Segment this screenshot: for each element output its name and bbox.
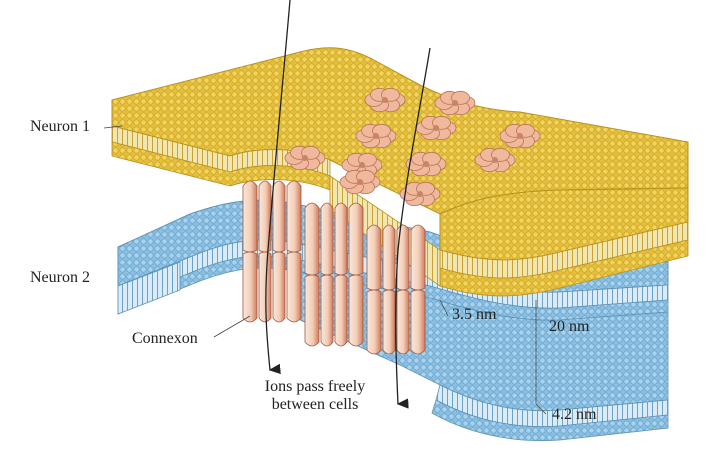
connexon-rosette-icon: [415, 115, 457, 141]
gap-20-label: 20 nm: [549, 318, 590, 335]
neuron1-leader: [103, 125, 123, 129]
gap-3-5-label: 3.5 nm: [452, 306, 497, 323]
connexon-rosettes: [284, 87, 541, 207]
ion-arrow-icon: [265, 0, 291, 375]
connexon-rosette-icon: [364, 87, 406, 113]
connexon-rosette-icon: [434, 90, 476, 116]
connexon-rosette-icon: [355, 123, 397, 149]
connexon-channel-icon: [366, 224, 426, 355]
connexon-channel-icon: [242, 180, 302, 323]
connexon-rosette-icon: [474, 147, 516, 173]
gap-3-5-line: [439, 299, 449, 317]
neuron2-label: Neuron 2: [30, 269, 90, 286]
connexon-leader: [213, 315, 251, 338]
connexon-rosette-icon: [339, 169, 381, 195]
membrane-4-2-label: 4.2 nm: [552, 406, 597, 423]
ions-caption: Ions pass freely between cells: [250, 378, 380, 414]
connexon-rosette-icon: [284, 145, 326, 171]
ions-caption-line2: between cells: [271, 396, 359, 413]
connexon-rosette-icon: [405, 151, 447, 177]
connexon-rosette-icon: [499, 123, 541, 149]
ion-arrow-icon: [395, 47, 431, 409]
connexon-channels: [242, 180, 426, 355]
membrane-4-2-line: [535, 403, 547, 415]
connexon-label: Connexon: [132, 330, 198, 347]
connexon-channel-icon: [304, 202, 364, 347]
connexon-rosette-icon: [399, 181, 441, 207]
ions-caption-line1: Ions pass freely: [264, 378, 366, 395]
neuron1-label: Neuron 1: [30, 118, 90, 135]
